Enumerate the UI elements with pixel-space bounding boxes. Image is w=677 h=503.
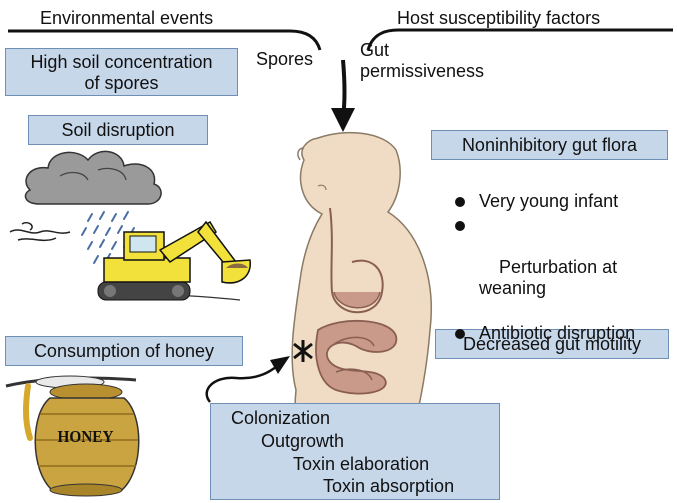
spores-label: Spores bbox=[256, 49, 314, 69]
storm-cloud-icon bbox=[24, 150, 162, 205]
soil-disruption-box: Soil disruption bbox=[28, 115, 208, 145]
step-toxin-elaboration: Toxin elaboration bbox=[293, 454, 430, 474]
excavator-icon bbox=[97, 220, 251, 301]
wind-icon bbox=[9, 221, 71, 242]
bullet-text: Perturbation at weaning bbox=[479, 257, 618, 298]
bullet-icon bbox=[455, 197, 465, 207]
honey-jar-icon: HONEY bbox=[5, 375, 140, 497]
host-susceptibility-label: Host susceptibility factors bbox=[397, 8, 601, 28]
environmental-events-label: Environmental events bbox=[40, 8, 214, 28]
gut-motility-box: Decreased gut motility bbox=[435, 329, 669, 359]
gut-permissiveness-label: Gut permissiveness bbox=[360, 40, 485, 81]
environmental-line bbox=[8, 29, 322, 51]
list-item: Perturbation at weaning bbox=[455, 215, 675, 320]
bullet-icon bbox=[455, 221, 465, 231]
list-item: Antibiotic disruption bbox=[455, 323, 675, 344]
pathogenesis-steps-box: Colonization Outgrowth Toxin elaboration… bbox=[210, 403, 500, 500]
gut-flora-box: Noninhibitory gut flora bbox=[431, 130, 668, 160]
down-arrow bbox=[331, 59, 355, 132]
toxin-star-icon bbox=[293, 340, 313, 362]
honey-label: HONEY bbox=[57, 428, 113, 446]
honey-consumption-box: Consumption of honey bbox=[5, 336, 243, 366]
step-outgrowth: Outgrowth bbox=[261, 431, 345, 451]
infant-icon bbox=[291, 131, 432, 471]
step-toxin-absorption: Toxin absorption bbox=[323, 476, 455, 496]
soil-concentration-box: High soil concentration of spores bbox=[5, 48, 238, 96]
bullet-text: Antibiotic disruption bbox=[479, 323, 636, 343]
bullet-text: Very young infant bbox=[479, 191, 619, 211]
colonization-arrow bbox=[205, 356, 290, 403]
bullet-icon bbox=[455, 329, 465, 339]
list-item: Very young infant bbox=[455, 191, 675, 212]
step-colonization: Colonization bbox=[231, 408, 331, 428]
susceptibility-bullet-list: Very young infant Perturbation at weanin… bbox=[455, 191, 675, 347]
host-line bbox=[366, 28, 673, 51]
